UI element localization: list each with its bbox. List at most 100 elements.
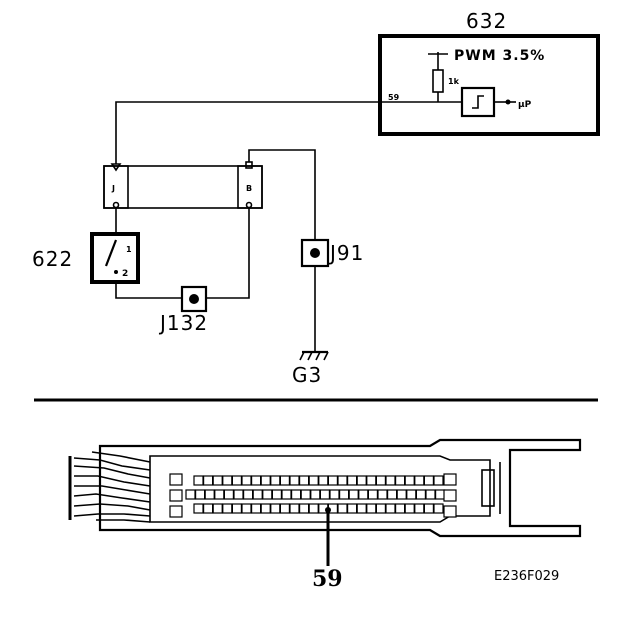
resistor-label: 1k (448, 77, 460, 86)
connector-pin (204, 489, 215, 500)
connector-pin (308, 503, 319, 514)
connector-pin (366, 475, 377, 486)
wire-to-j91 (248, 149, 316, 240)
connector-pin (281, 489, 292, 500)
figure-reference: E236F029 (494, 569, 559, 584)
connector-pin (318, 475, 329, 486)
connector-pin (367, 489, 378, 500)
connector-face (149, 455, 491, 523)
connector-left-label: J (111, 184, 115, 193)
switch-blade (104, 239, 118, 267)
j132: J132 (158, 285, 208, 335)
microprocessor-label: µP (518, 100, 532, 110)
connector-pin (425, 489, 436, 500)
connector-pin (385, 475, 396, 486)
ecu-632: 632 PWM 3.5% 1k µP 59 (378, 9, 600, 136)
connector-pin (339, 489, 350, 500)
connector-block: J B (103, 161, 263, 209)
connector-pin (366, 503, 377, 514)
connector-pin (423, 475, 434, 486)
ground-label: G3 (292, 363, 322, 387)
connector-pin (212, 503, 223, 514)
connector-pin (231, 503, 242, 514)
connector-pin (377, 489, 388, 500)
connector-pin-large (169, 489, 183, 502)
connector-pin (396, 489, 407, 500)
connector-pin (212, 475, 223, 486)
resistor-1k (432, 69, 444, 93)
connector-pin (214, 489, 225, 500)
connector-pin (404, 475, 415, 486)
connector-pin (356, 475, 367, 486)
connector-pin (310, 489, 321, 500)
connector-pin (299, 503, 310, 514)
connector-pin (348, 489, 359, 500)
j132-label: J132 (158, 311, 208, 335)
connector-pin (433, 503, 444, 514)
connector-pin (279, 475, 290, 486)
connector-pin (414, 503, 425, 514)
switch-box (90, 232, 140, 284)
connector-pin (270, 475, 281, 486)
wire-ecu-to-connector (115, 101, 380, 164)
connector-pin (435, 489, 446, 500)
schmitt-symbol (472, 95, 484, 109)
connector-pin (185, 489, 196, 500)
connector-pin (375, 503, 386, 514)
connector-pin (222, 503, 233, 514)
connector-pin (251, 475, 262, 486)
connector-pin (260, 475, 271, 486)
connector-pin-large (443, 489, 457, 502)
connector-pin (299, 475, 310, 486)
connector-pin-large (443, 505, 457, 518)
connector-pin-large (169, 505, 183, 518)
connector-pin (222, 475, 233, 486)
connector-pin-large (443, 473, 457, 486)
switch-622: 1 2 622 (32, 232, 140, 284)
connector-pin (319, 489, 330, 500)
ecu-632-label: 632 (466, 9, 507, 33)
connector-pin (270, 503, 281, 514)
pin-array (169, 473, 457, 518)
connector-pin (356, 503, 367, 514)
connector-pin (271, 489, 282, 500)
connector-left (103, 165, 129, 209)
connector-pin (241, 503, 252, 514)
connector-pin (347, 475, 358, 486)
j91: J91 (300, 238, 364, 268)
connector-pin (260, 503, 271, 514)
connector-pin (223, 489, 234, 500)
connector-pin (251, 503, 262, 514)
connector-pin (337, 475, 348, 486)
connector-pin (279, 503, 290, 514)
j91-label: J91 (328, 241, 364, 265)
connector-pin (308, 475, 319, 486)
connector-pin (358, 489, 369, 500)
wire-harness (68, 451, 151, 523)
pwm-label: PWM 3.5% (454, 48, 545, 64)
connector-pin (233, 489, 244, 500)
connector-body (98, 438, 582, 538)
connector-pin (262, 489, 273, 500)
connector-pin (415, 489, 426, 500)
ecu-632-box (378, 34, 600, 136)
switch-top-label: 1 (126, 245, 132, 254)
connector-pin (193, 503, 204, 514)
ecu-connector-view: 59 (68, 438, 582, 592)
connector-pin (241, 475, 252, 486)
connector-pin (193, 475, 204, 486)
connector-pin (203, 503, 214, 514)
switch-label: 622 (32, 247, 73, 271)
connector-pin (395, 475, 406, 486)
connector-pin (387, 489, 398, 500)
connector-pin (195, 489, 206, 500)
connector-pin (300, 489, 311, 500)
connector-pin-large (169, 473, 183, 486)
j132-box (180, 285, 208, 313)
connector-pin (414, 475, 425, 486)
connector-pin (404, 503, 415, 514)
connector-pin (327, 475, 338, 486)
connector-pin (406, 489, 417, 500)
ground-g3: G3 (292, 350, 329, 387)
